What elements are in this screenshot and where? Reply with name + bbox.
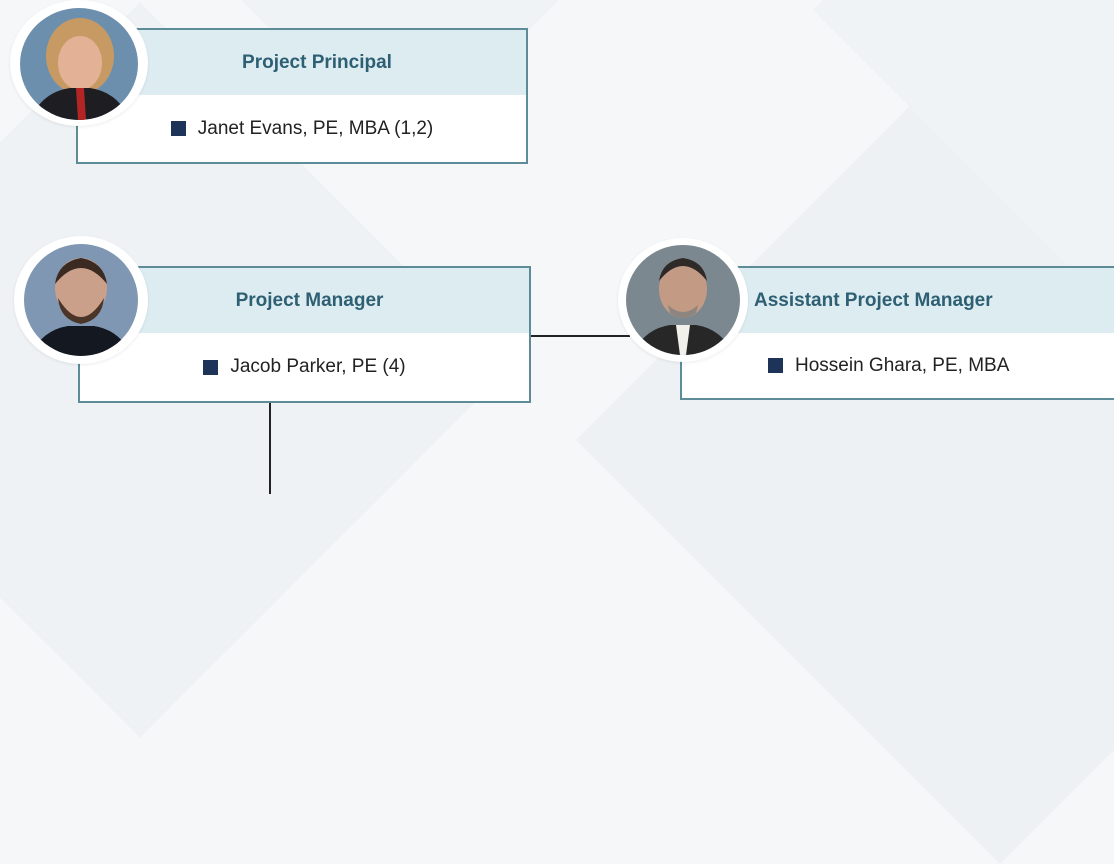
manager-member: Jacob Parker, PE (4) <box>80 333 529 401</box>
manager-avatar <box>24 244 138 356</box>
manager-card: Project Manager Jacob Parker, PE (4) <box>78 266 531 403</box>
assistant-card: Assistant Project Manager Hossein Ghara,… <box>680 266 1114 400</box>
bullet-square-icon <box>768 358 783 373</box>
assistant-title: Assistant Project Manager <box>682 268 1114 333</box>
principal-title-text: Project Principal <box>242 51 392 73</box>
principal-avatar <box>20 8 138 120</box>
connector-manager-assistant <box>530 335 630 337</box>
manager-title-text: Project Manager <box>235 289 384 311</box>
principal-name: Janet Evans, PE, MBA (1,2) <box>197 117 434 139</box>
connector-manager-down <box>269 402 271 494</box>
assistant-member: Hossein Ghara, PE, MBA <box>682 333 1114 398</box>
principal-member: Janet Evans, PE, MBA (1,2) <box>78 95 526 162</box>
principal-title: Project Principal <box>78 30 526 95</box>
bullet-square-icon <box>170 121 186 136</box>
assistant-name: Hossein Ghara, PE, MBA <box>795 354 1010 376</box>
assistant-avatar <box>626 245 740 355</box>
manager-name: Jacob Parker, PE (4) <box>230 356 406 377</box>
bullet-square-icon <box>203 359 219 375</box>
manager-title: Project Manager <box>80 268 529 333</box>
principal-card: Project Principal Janet Evans, PE, MBA (… <box>76 28 528 164</box>
assistant-title-text: Assistant Project Manager <box>754 289 993 311</box>
